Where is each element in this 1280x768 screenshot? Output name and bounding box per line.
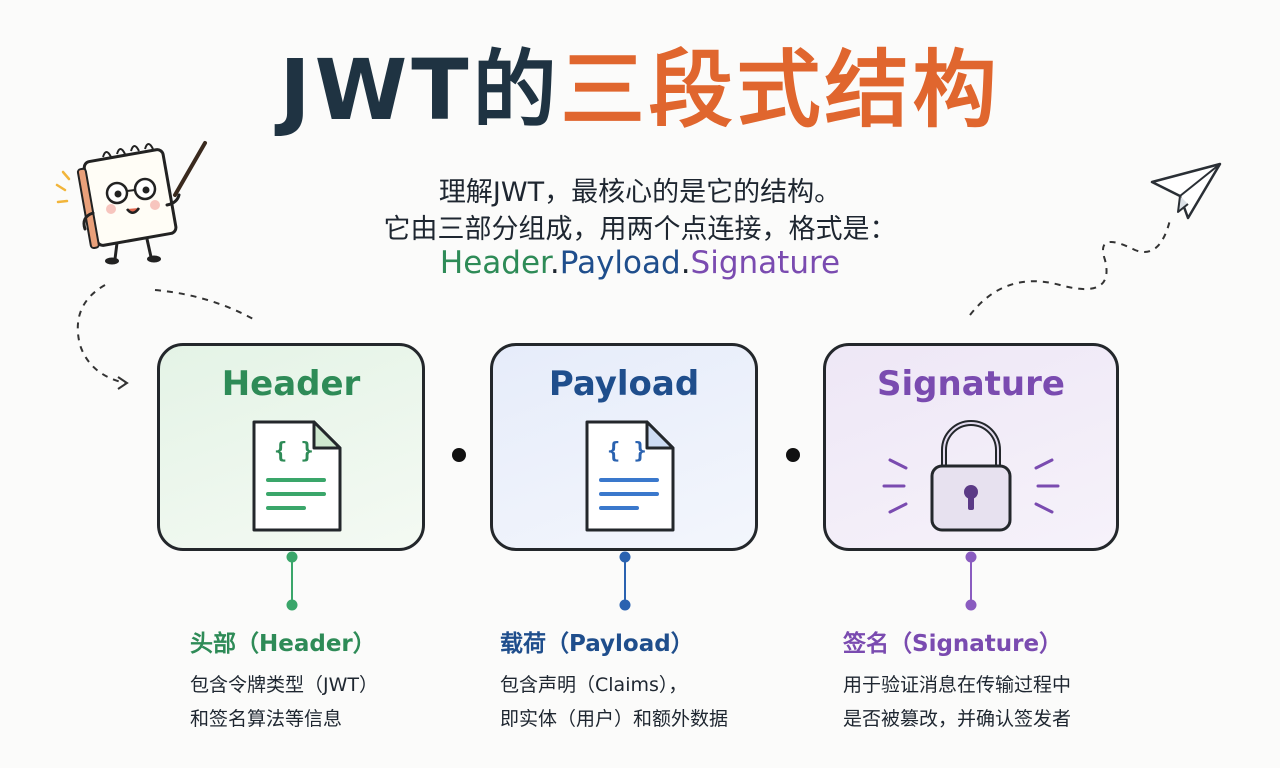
signature-desc-line-1: 用于验证消息在传输过程中 xyxy=(843,674,1072,696)
svg-text:{ }: { } xyxy=(607,439,647,464)
intro-line-2: 它由三部分组成，用两个点连接，格式是： xyxy=(383,214,897,245)
dashed-trail-right xyxy=(969,219,1171,316)
payload-connector xyxy=(619,551,631,611)
payload-card: Payload { } xyxy=(490,343,758,551)
formula-signature: Signature xyxy=(690,245,841,281)
header-desc-line-2: 和签名算法等信息 xyxy=(190,708,343,730)
separator-dot-1 xyxy=(452,448,466,462)
formula-dot-2: . xyxy=(680,245,691,281)
formula-dot-1: . xyxy=(549,245,560,281)
dashed-trail-left xyxy=(76,284,256,390)
svg-text:{ }: { } xyxy=(274,439,314,464)
formula-payload: Payload xyxy=(559,245,681,281)
page-title: JWT的三段式结构 xyxy=(0,40,1280,140)
header-desc-line-1: 包含令牌类型（JWT） xyxy=(190,674,378,696)
separator-dot-2 xyxy=(786,448,800,462)
intro-line-1: 理解JWT，最核心的是它的结构。 xyxy=(438,177,842,208)
signature-card-title: Signature xyxy=(877,364,1065,404)
notepad-mascot-icon xyxy=(55,141,207,265)
payload-card-title: Payload xyxy=(548,364,700,404)
header-heading: 头部（Header） xyxy=(190,631,376,657)
signature-heading: 签名（Signature） xyxy=(843,631,1063,657)
signature-desc-line-2: 是否被篡改，并确认签发者 xyxy=(843,708,1072,730)
title-part-1: JWT的 xyxy=(279,41,561,139)
json-document-icon: { } xyxy=(252,420,342,532)
formula-header: Header xyxy=(439,245,550,281)
signature-card: Signature xyxy=(823,343,1119,551)
format-formula: Header.Payload.Signature xyxy=(0,245,1280,281)
paper-plane-icon xyxy=(1150,162,1222,220)
header-card-title: Header xyxy=(221,364,361,404)
json-document-icon: { } xyxy=(585,420,675,532)
payload-desc-line-2: 即实体（用户）和额外数据 xyxy=(500,708,729,730)
title-part-2: 三段式结构 xyxy=(560,41,1001,139)
payload-heading: 载荷（Payload） xyxy=(500,631,694,657)
signature-connector xyxy=(965,551,977,611)
payload-desc-line-1: 包含声明（Claims）， xyxy=(500,674,688,696)
header-connector xyxy=(286,551,298,611)
header-card: Header { } xyxy=(157,343,425,551)
padlock-icon xyxy=(882,420,1060,532)
